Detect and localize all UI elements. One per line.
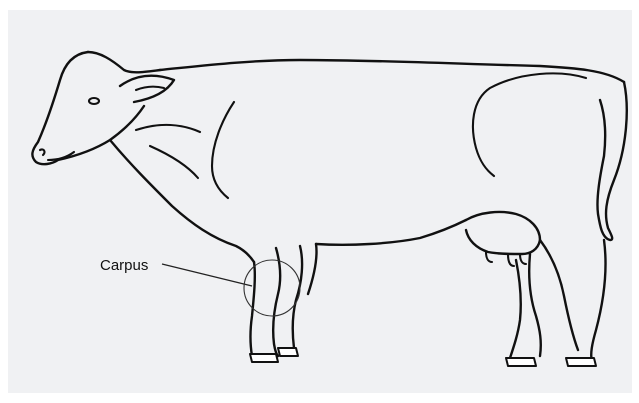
diagram-background [8,10,632,393]
hind-hoof-near [506,358,536,366]
hind-hoof-far [566,358,596,366]
front-hoof-near [250,354,278,362]
carpus-label: Carpus [100,257,148,274]
front-hoof-far [278,348,298,356]
